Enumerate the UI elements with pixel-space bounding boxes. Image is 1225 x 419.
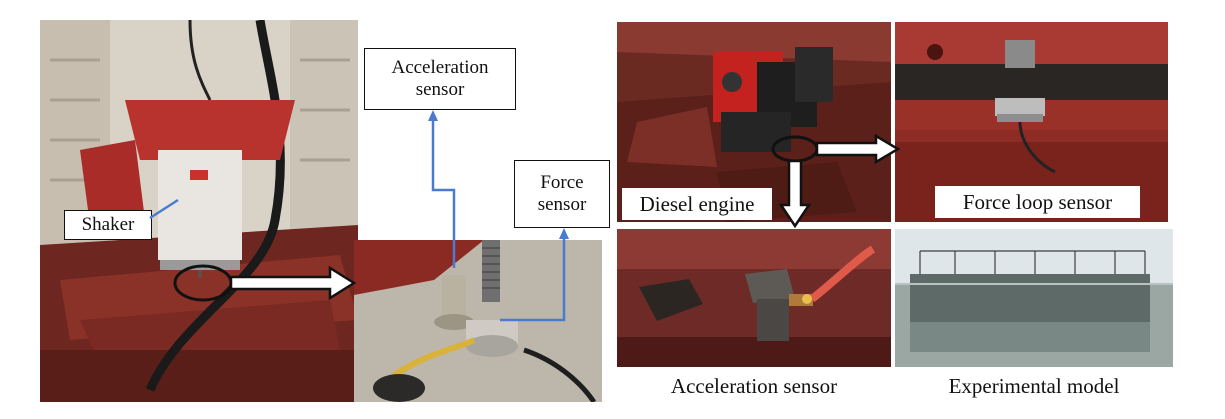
diesel-engine-label: Diesel engine	[622, 188, 772, 220]
acceleration-sensor-callout-label: Acceleration sensor	[364, 48, 516, 110]
force-loop-sensor-label: Force loop sensor	[935, 186, 1140, 218]
experimental-model-photo	[895, 229, 1173, 367]
shaker-label: Shaker	[64, 210, 152, 240]
acceleration-sensor-photo	[617, 229, 891, 367]
experimental-model-label: Experimental model	[895, 369, 1173, 403]
force-sensor-callout-label: Force sensor	[514, 160, 610, 228]
force-loop-sensor-photo	[895, 22, 1168, 222]
sensor-closeup-photo	[354, 240, 602, 402]
shaker-photo	[40, 20, 358, 402]
diesel-engine-photo	[617, 22, 891, 222]
acceleration-sensor-label: Acceleration sensor	[617, 369, 891, 403]
